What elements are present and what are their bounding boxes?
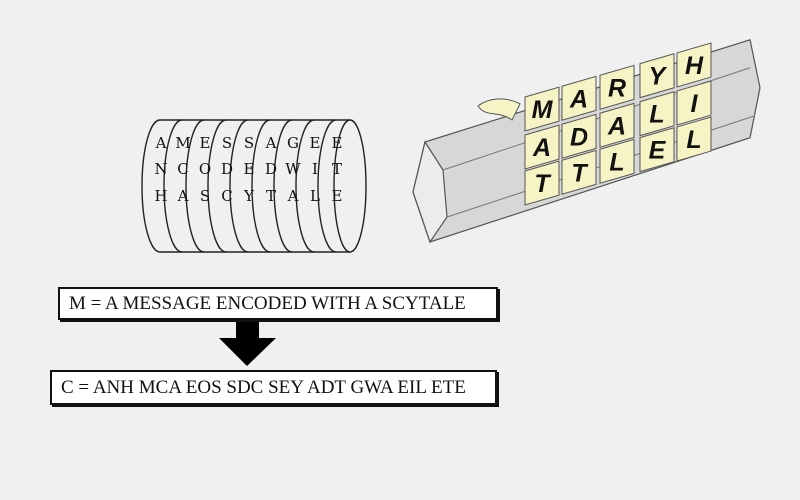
strip-tile	[561, 75, 597, 121]
wrap-letter: E	[244, 160, 255, 178]
wrap-letter: N	[154, 160, 167, 178]
coil-turn	[273, 119, 293, 253]
coil-turn	[163, 119, 183, 253]
wrap-letter: I	[312, 160, 318, 178]
coil-turn	[141, 119, 161, 253]
strip-tile	[561, 149, 597, 195]
strip-tile	[599, 102, 635, 148]
wrap-letter: E	[332, 134, 343, 152]
ciphertext-label: C = ANH MCA EOS SDC SEY ADT GWA EIL ETE	[61, 376, 466, 398]
wrap-letter: E	[332, 187, 343, 205]
ciphertext-box: C = ANH MCA EOS SDC SEY ADT GWA EIL ETE	[50, 370, 497, 405]
down-arrow-icon	[219, 322, 276, 366]
strip-tile	[524, 160, 560, 206]
strip-letter: T	[534, 170, 552, 198]
strip-letter: R	[608, 74, 626, 102]
wrap-letter: A	[177, 187, 189, 205]
strip-letter: T	[571, 159, 589, 187]
strip-tile	[599, 64, 635, 110]
strip-tile	[676, 80, 712, 126]
wrap-letter: E	[310, 134, 321, 152]
scytale-line-drawing	[141, 119, 367, 253]
strip-letter: I	[691, 90, 699, 118]
strip-tile	[561, 113, 597, 159]
plaintext-box: M = A MESSAGE ENCODED WITH A SCYTALE	[58, 287, 498, 320]
strip-tile	[524, 86, 560, 132]
wrap-letter: G	[287, 134, 299, 152]
wrap-letter: D	[221, 160, 233, 178]
coil-turn	[207, 119, 227, 253]
strip-letter: L	[686, 126, 701, 154]
wrap-letter: O	[199, 160, 211, 178]
wrap-letter: L	[310, 187, 320, 205]
strip-tile	[639, 53, 675, 99]
strip-letter: A	[532, 134, 551, 162]
wrap-letter: H	[154, 187, 167, 205]
wrap-letter: S	[222, 134, 232, 152]
wrap-letter: Y	[243, 187, 255, 205]
coil-turn	[295, 119, 315, 253]
coil-turn	[185, 119, 205, 253]
strip-tile	[599, 138, 635, 184]
strip-letter: L	[609, 148, 624, 176]
strip-letter: D	[570, 123, 588, 151]
strip-tile	[676, 116, 712, 162]
strip-letter: M	[532, 96, 554, 124]
coil-turn	[229, 119, 249, 253]
strip-tile	[676, 42, 712, 88]
wrap-letter: S	[244, 134, 254, 152]
wrap-letter: A	[287, 187, 299, 205]
rod-left-face	[412, 140, 448, 244]
wrap-letter: T	[266, 187, 276, 205]
strip-tile	[524, 124, 560, 170]
wrap-letter: D	[265, 160, 277, 178]
wrap-letter: W	[285, 160, 301, 178]
strip-letter: A	[607, 112, 626, 140]
coil-turn	[251, 119, 271, 253]
wrap-letter: T	[332, 160, 342, 178]
wrap-letter: M	[175, 134, 190, 152]
plaintext-label: M = A MESSAGE ENCODED WITH A SCYTALE	[69, 292, 466, 314]
strip-end	[477, 98, 521, 121]
wrap-letter: C	[177, 160, 188, 178]
strip-letter: L	[649, 101, 664, 129]
strip-letter: A	[569, 85, 588, 113]
strip-letter: H	[685, 52, 704, 80]
wrap-letter: A	[265, 134, 277, 152]
strip-letter: Y	[649, 63, 668, 91]
strip-tile	[639, 91, 675, 137]
coil-turn	[317, 119, 337, 253]
strip-tile	[639, 127, 675, 173]
strip-letter: E	[649, 137, 667, 165]
wrap-letter: S	[200, 187, 210, 205]
wrap-letter: A	[155, 134, 167, 152]
wrap-letter: C	[221, 187, 232, 205]
wrap-letter: E	[200, 134, 211, 152]
